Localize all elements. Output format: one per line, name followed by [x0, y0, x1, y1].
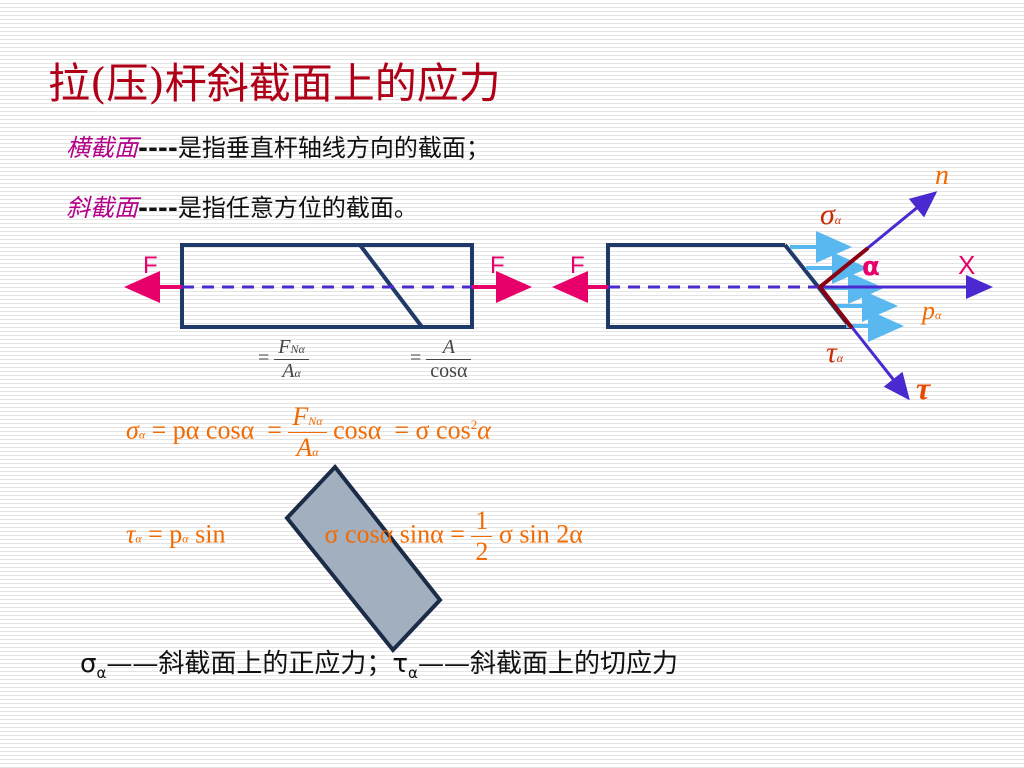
p-symbol: p	[922, 296, 935, 325]
fraction-fn-over-a: = FNα Aα	[258, 336, 309, 383]
tau-alpha-label: τα	[826, 336, 843, 370]
definition-oblique-section: 斜截面----是指任意方位的截面。	[66, 188, 418, 223]
sigma-sin-2alpha: σ sin 2α	[498, 519, 583, 549]
definition-text: 是指任意方位的截面。	[177, 194, 418, 222]
denominator: cosα	[430, 360, 468, 382]
denominator: Aα	[288, 433, 326, 463]
alpha-symbol: α	[477, 415, 491, 445]
definition-cross-section: 横截面----是指垂直杆轴线方向的截面；	[66, 128, 490, 163]
dash: ----	[138, 194, 178, 222]
dash: ----	[138, 134, 178, 162]
numerator: FNα	[288, 402, 327, 433]
p-alpha-label: pα	[922, 296, 941, 326]
alpha-sub: α	[312, 445, 319, 459]
fraction-a-over-cos: = A cosα	[410, 336, 472, 383]
alpha-sub: α	[138, 427, 146, 442]
power-two: 2	[470, 416, 478, 432]
legend-sigma-sub: α	[96, 664, 107, 682]
legend-tau: τ	[392, 649, 409, 679]
definition-text: 是指垂直杆轴线方向的截面；	[177, 134, 490, 162]
sigma-symbol: σ	[820, 198, 835, 231]
f-symbol: F	[278, 336, 291, 358]
term-oblique-section: 斜截面	[66, 194, 138, 222]
tau-symbol: τ	[826, 336, 837, 369]
legend-sigma: σ	[80, 649, 97, 679]
equals-sign: =	[410, 347, 422, 370]
a-symbol: A	[282, 360, 295, 382]
fraction-fn-a: FNα Aα	[288, 402, 327, 463]
n-alpha-sub: Nα	[308, 414, 323, 428]
sigma-cos-sin: σ cosα sinα	[324, 519, 444, 549]
legend-line: σα——斜截面上的正应力；τα——斜截面上的切应力	[80, 643, 678, 682]
equals-p: = p	[148, 519, 183, 549]
fraction-half: 1 2	[471, 506, 493, 567]
formula-tau: τα = pα sin σ cosα sinα = 1 2 σ sin 2α	[126, 506, 583, 567]
legend-sigma-text: ——斜截面上的正应力；	[106, 649, 393, 679]
axis-x-label: X	[958, 250, 976, 280]
sigma-subscript: α	[834, 213, 842, 227]
force-label-right: F	[490, 252, 505, 279]
equals-sign: =	[267, 415, 282, 445]
force-label-cut: F	[570, 252, 585, 279]
normal-n-label: n	[935, 160, 949, 191]
p-cos-term: = pα cosα	[151, 415, 255, 445]
fraction: A cosα	[426, 336, 472, 383]
equals-sign: =	[258, 347, 270, 370]
equals-sign: =	[450, 519, 465, 549]
tau-symbol: τ	[126, 519, 136, 549]
f-symbol: F	[292, 402, 309, 431]
denominator: Aα	[274, 360, 309, 383]
full-bar	[124, 243, 532, 329]
term-cross-section: 横截面	[66, 134, 138, 162]
legend-tau-text: ——斜截面上的切应力	[417, 649, 678, 679]
numerator: FNα	[274, 336, 309, 360]
numerator: A	[426, 336, 472, 360]
sin-term: sin	[195, 519, 226, 549]
fraction: FNα Aα	[274, 336, 309, 383]
cut-bar	[552, 191, 993, 401]
force-label-left: F	[143, 252, 158, 279]
p-subscript: α	[935, 308, 942, 322]
page-title: 拉(压)杆斜截面上的应力	[48, 59, 501, 108]
n-alpha-sub: Nα	[290, 342, 305, 356]
a-symbol: A	[442, 336, 455, 358]
a-symbol: A	[296, 433, 313, 462]
cos-alpha: cosα	[333, 415, 382, 445]
sigma-symbol: σ	[126, 415, 139, 445]
legend-tau-sub: α	[408, 664, 418, 682]
tau-subscript: α	[836, 351, 844, 365]
alpha-sub: α	[294, 366, 301, 380]
angle-alpha-label: α	[862, 252, 880, 282]
alpha-sub: α	[182, 531, 189, 546]
alpha-sub: α	[135, 531, 142, 546]
numerator: 1	[471, 506, 493, 537]
tau-label: τ	[916, 370, 931, 406]
oblique-block	[284, 463, 443, 654]
sigma-cos-term: = σ cos	[394, 415, 471, 445]
sigma-alpha-label: σα	[820, 198, 841, 232]
denominator: 2	[475, 537, 489, 566]
formula-sigma: σα = pα cosα = FNα Aα cosα = σ cos2α	[126, 402, 491, 463]
